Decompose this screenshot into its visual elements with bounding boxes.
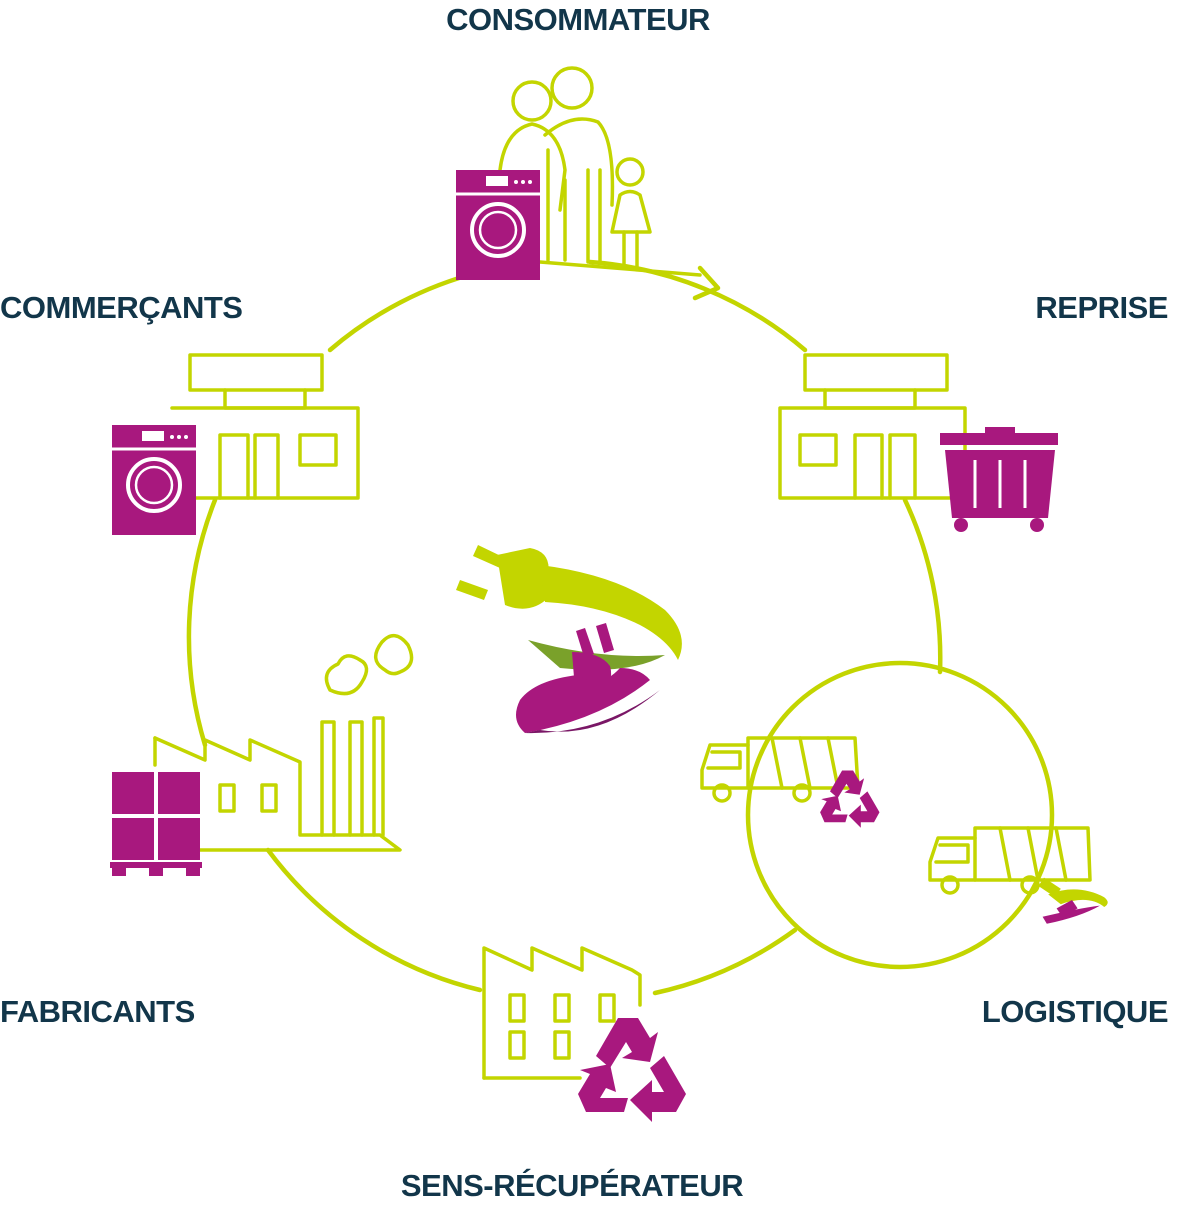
factory-icon bbox=[482, 946, 642, 1080]
recycle-icon bbox=[820, 770, 880, 828]
label-fabricants: FABRICANTS bbox=[0, 994, 195, 1029]
label-commercants: COMMERÇANTS bbox=[0, 290, 243, 325]
cycle-ring bbox=[186, 259, 943, 996]
pallet-boxes-icon bbox=[110, 772, 202, 876]
garbage-truck-icon bbox=[928, 826, 1092, 895]
factory-icon bbox=[153, 634, 414, 852]
label-sens-recuperateur: SENS-RÉCUPÉRATEUR bbox=[401, 1168, 743, 1203]
dumpster-icon bbox=[940, 427, 1058, 532]
shop-icon bbox=[778, 353, 967, 500]
electric-plug-icon bbox=[1038, 877, 1108, 924]
cycle-direction-arrow-icon bbox=[692, 265, 721, 301]
electric-plug-icon bbox=[456, 545, 682, 734]
logistics-ring bbox=[745, 660, 1055, 970]
label-consommateur: CONSOMMATEUR bbox=[446, 2, 710, 37]
family-icon bbox=[498, 66, 702, 277]
washing-machine-icon bbox=[112, 425, 196, 535]
shop-icon bbox=[170, 353, 360, 500]
washing-machine-icon bbox=[456, 170, 540, 280]
label-reprise: REPRISE bbox=[1035, 290, 1168, 325]
recycle-icon bbox=[578, 1018, 686, 1122]
label-logistique: LOGISTIQUE bbox=[982, 994, 1168, 1029]
